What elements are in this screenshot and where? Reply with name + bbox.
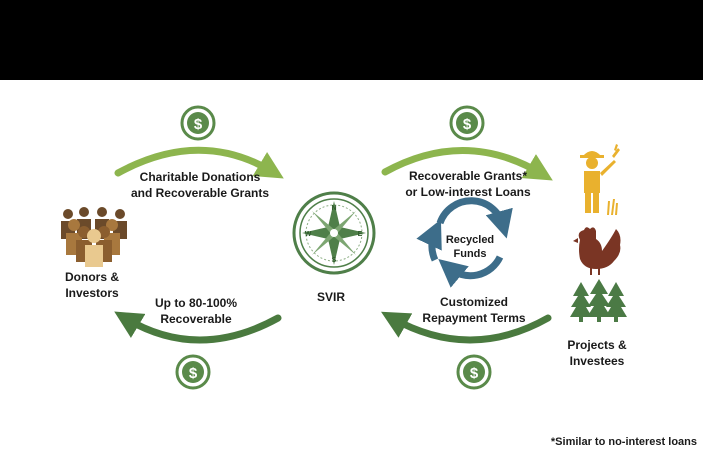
label-svir: SVIR [317, 290, 345, 304]
arrow-bottom-right [381, 311, 552, 344]
compass-s-label: S [332, 257, 337, 264]
label-recoverable: Recoverable [160, 312, 232, 326]
dollar-coin-icon: $ [470, 365, 479, 382]
compass-icon: N S E W [292, 191, 376, 275]
label-charitable-donations: Charitable Donations [140, 170, 261, 184]
label-customized: Customized [440, 295, 508, 309]
coin-top-left: $ [180, 105, 216, 141]
arrow-bottom-left [114, 311, 282, 344]
compass-n-label: N [331, 205, 336, 212]
people-group-icon [61, 207, 127, 267]
label-investees: Investees [570, 354, 625, 368]
dollar-coin-icon: $ [189, 365, 198, 382]
recycle-arrows-icon [416, 197, 513, 288]
label-recycled: Recycled [446, 234, 494, 246]
label-funds: Funds [454, 248, 487, 260]
label-up-to-recoverable: Up to 80-100% [155, 296, 237, 310]
arrow-top-left [114, 146, 284, 179]
header-bar [0, 0, 703, 80]
coin-top-right: $ [449, 105, 485, 141]
farmer-icon [580, 144, 620, 215]
coin-bottom-right: $ [456, 354, 492, 390]
label-recoverable-grants: and Recoverable Grants [131, 186, 269, 200]
compass-w-label: W [305, 231, 312, 238]
compass-e-label: E [358, 231, 363, 238]
dollar-coin-icon: $ [463, 116, 472, 133]
label-projects: Projects & [567, 338, 627, 352]
label-investors: Investors [65, 286, 119, 300]
label-low-interest-loans: or Low-interest Loans [405, 185, 531, 199]
coin-bottom-left: $ [175, 354, 211, 390]
label-recoverable-grants-star: Recoverable Grants* [409, 169, 527, 183]
rooster-icon [573, 227, 621, 275]
footnote: *Similar to no-interest loans [551, 436, 697, 448]
dollar-coin-icon: $ [194, 116, 203, 133]
label-donors: Donors & [65, 270, 119, 284]
pine-trees-icon [570, 279, 627, 322]
label-repayment-terms: Repayment Terms [422, 311, 525, 325]
arrow-top-right [381, 147, 553, 181]
